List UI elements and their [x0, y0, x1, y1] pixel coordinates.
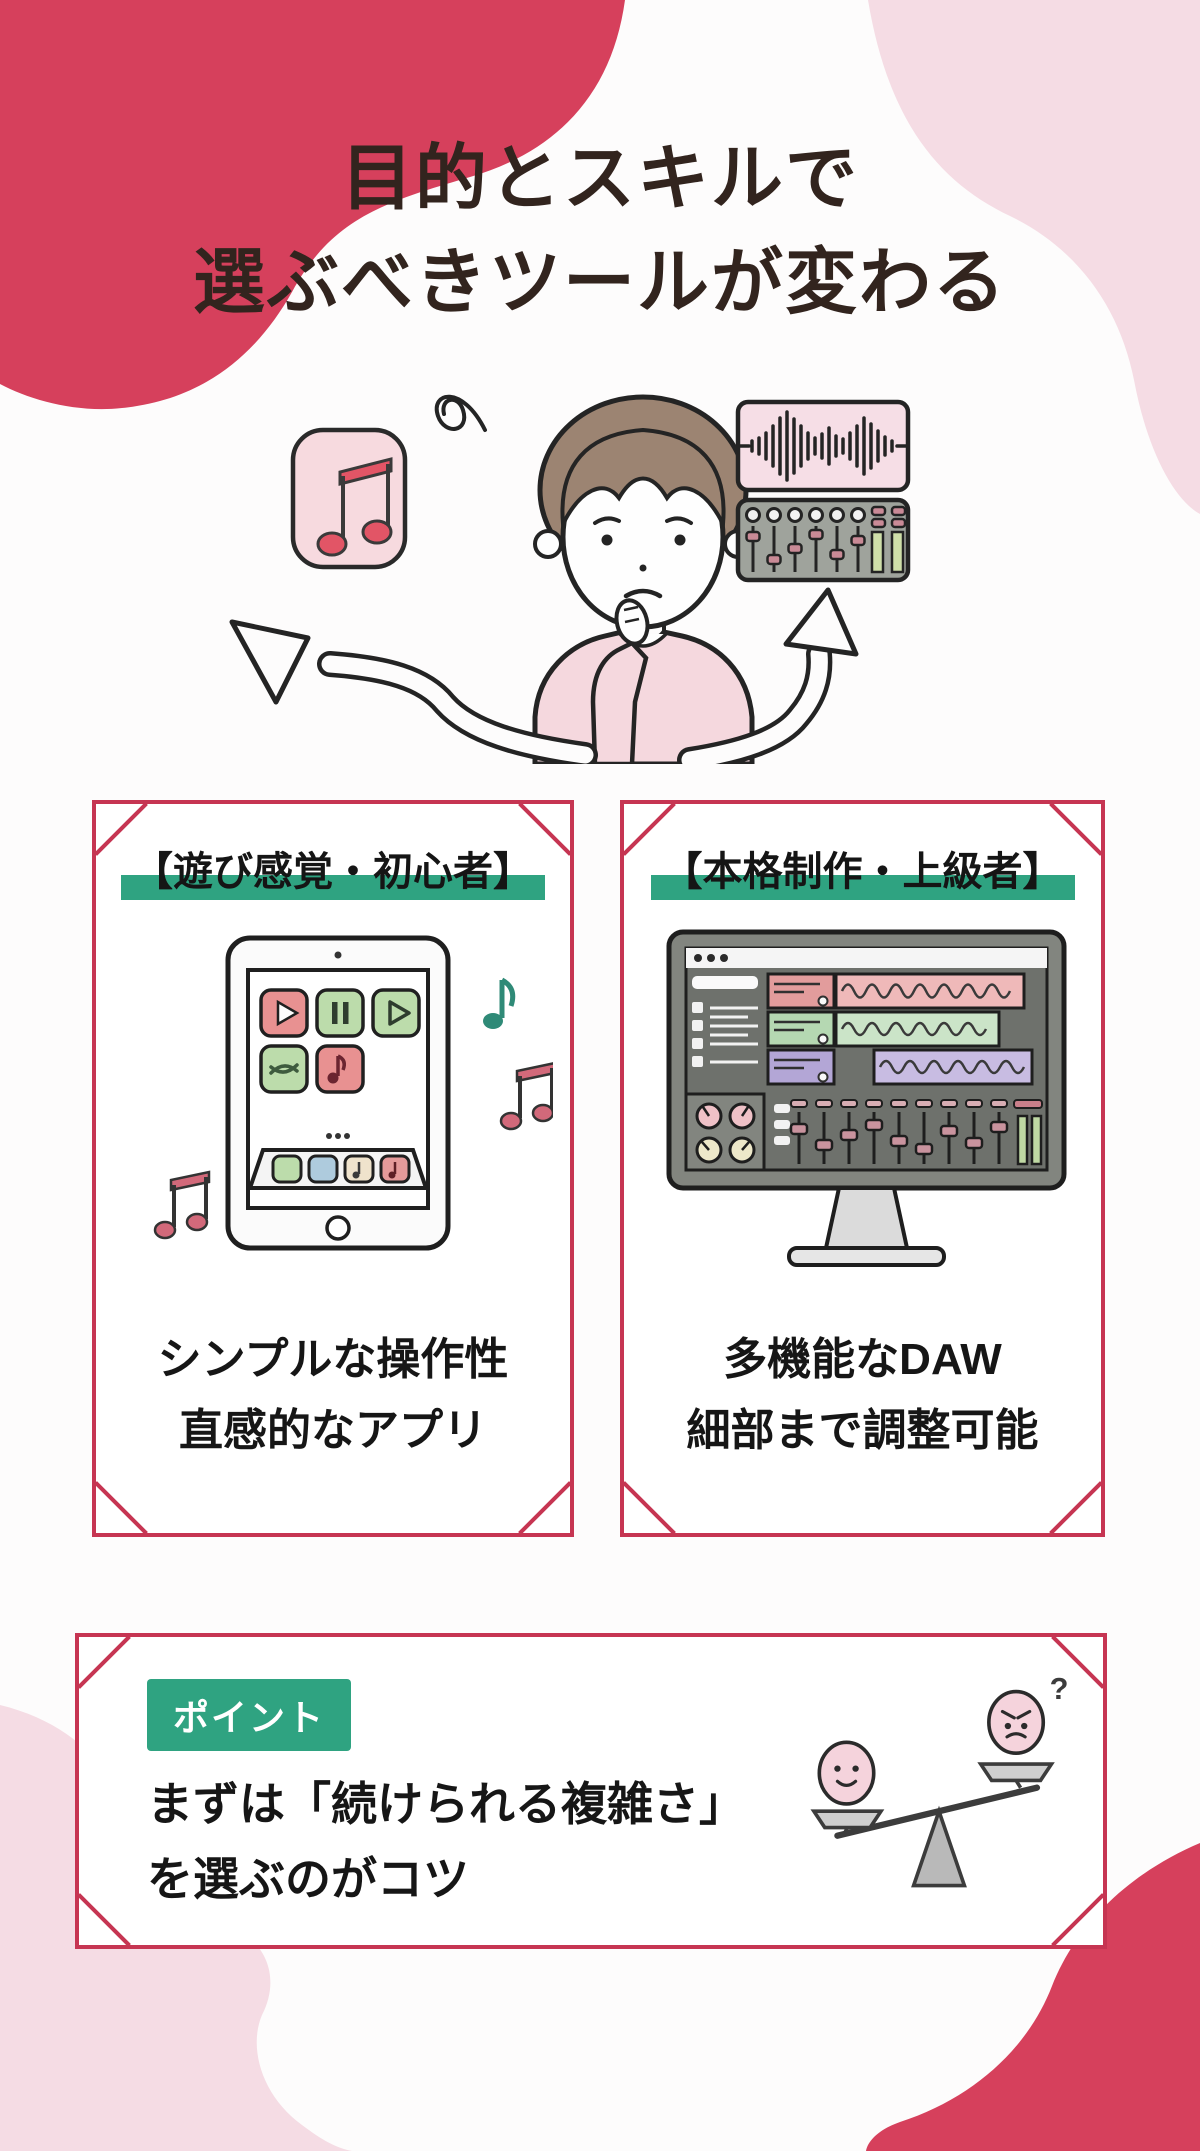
- point-text-line: まずは「続けられる複雑さ」: [147, 1778, 745, 1830]
- card-advanced: 【本格制作・上級者】: [620, 800, 1105, 1537]
- card-advanced-header-text: 【本格制作・上級者】: [650, 848, 1075, 900]
- point-card: ポイント まずは「続けられる複雑さ」 を選ぶのがコツ: [75, 1633, 1107, 1949]
- corner-notch: [94, 1481, 148, 1535]
- page-title: 目的とスキルで 選ぶべきツールが変わる: [0, 128, 1200, 335]
- daw-monitor-illustration: [666, 929, 1067, 1267]
- title-line-2: 選ぶべきツールが変わる: [192, 242, 1007, 323]
- card-beginner-header-text: 【遊び感覚・初心者】: [121, 848, 545, 900]
- corner-notch: [518, 1481, 572, 1535]
- caption-line: 多機能なDAW: [723, 1335, 1002, 1384]
- blob-top-right: [868, 0, 1200, 514]
- caption-line: 細部まで調整可能: [686, 1406, 1039, 1456]
- annoyed-face-icon: [987, 1689, 1046, 1756]
- desktop-monitor: [666, 929, 1067, 1267]
- blob-bottom-right: [866, 1843, 1200, 2151]
- card-advanced-header: 【本格制作・上級者】: [624, 848, 1101, 900]
- thinking-person: [532, 394, 755, 764]
- corner-notch: [77, 1893, 131, 1947]
- music-app-icon: [290, 427, 408, 570]
- caption-line: シンプルな操作性: [157, 1335, 509, 1384]
- hero-illustration: [229, 394, 911, 764]
- point-badge: ポイント: [147, 1679, 352, 1751]
- corner-notch: [622, 1481, 676, 1535]
- right-arrow-icon: [677, 587, 859, 764]
- music-note-icon: [483, 977, 516, 1029]
- card-beginner: 【遊び感覚・初心者】: [92, 800, 574, 1537]
- title-line-1: 目的とスキルで: [340, 139, 859, 219]
- corner-notch: [1049, 1481, 1103, 1535]
- card-beginner-caption: シンプルな操作性 直感的なアプリ: [96, 1324, 570, 1467]
- audio-waveform-panel: [735, 399, 911, 493]
- tablet-music-app-illustration: [153, 935, 553, 1251]
- blob-top-left: [0, 0, 625, 410]
- balance-scale-illustration: ?: [810, 1671, 1069, 1888]
- mixer-panel: [735, 497, 911, 583]
- point-text: まずは「続けられる複雑さ」 を選ぶのがコツ: [147, 1767, 1103, 1916]
- music-note-icon: [499, 1062, 553, 1131]
- caption-line: 直感的なアプリ: [179, 1406, 487, 1456]
- card-advanced-caption: 多機能なDAW 細部まで調整可能: [624, 1324, 1101, 1467]
- left-arrow-icon: [229, 619, 598, 764]
- point-text-line: を選ぶのがコツ: [147, 1852, 469, 1905]
- corner-notch: [77, 1635, 131, 1689]
- question-mark: ?: [1050, 1671, 1069, 1706]
- confusion-squiggle-icon: [434, 394, 487, 432]
- card-beginner-header: 【遊び感覚・初心者】: [96, 848, 570, 900]
- music-note-icon: [153, 1170, 211, 1240]
- happy-face-icon: [817, 1740, 876, 1806]
- tablet-device: [225, 935, 451, 1251]
